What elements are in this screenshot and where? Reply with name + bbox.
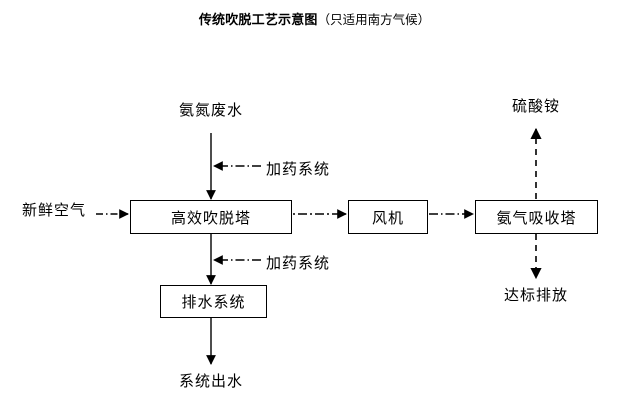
node-ammonia-absorber[interactable]: 氨气吸收塔 <box>475 200 598 234</box>
label-dosing-lower: 加药系统 <box>266 256 331 272</box>
node-fan[interactable]: 风机 <box>348 200 428 234</box>
label-dosing-upper: 加药系统 <box>266 162 331 178</box>
label-fresh-air: 新鲜空气 <box>21 203 86 219</box>
node-ammonia-absorber-label: 氨气吸收塔 <box>496 210 577 227</box>
page-title-note: （只适用南方气候） <box>317 13 431 27</box>
label-influent: 氨氮废水 <box>178 103 243 119</box>
label-system-effluent: 系统出水 <box>178 374 243 390</box>
node-stripping-tower[interactable]: 高效吹脱塔 <box>130 200 292 234</box>
label-ammonium-sulfate: 硫酸铵 <box>511 99 560 115</box>
node-stripping-tower-label: 高效吹脱塔 <box>170 210 251 227</box>
node-drainage-system-label: 排水系统 <box>181 295 246 311</box>
node-fan-label: 风机 <box>371 210 404 227</box>
label-compliant-discharge: 达标排放 <box>503 288 568 304</box>
node-drainage-system[interactable]: 排水系统 <box>160 285 267 318</box>
page-title-main: 传统吹脱工艺示意图 <box>198 12 318 27</box>
page-title: 传统吹脱工艺示意图（只适用南方气候） <box>0 11 629 29</box>
